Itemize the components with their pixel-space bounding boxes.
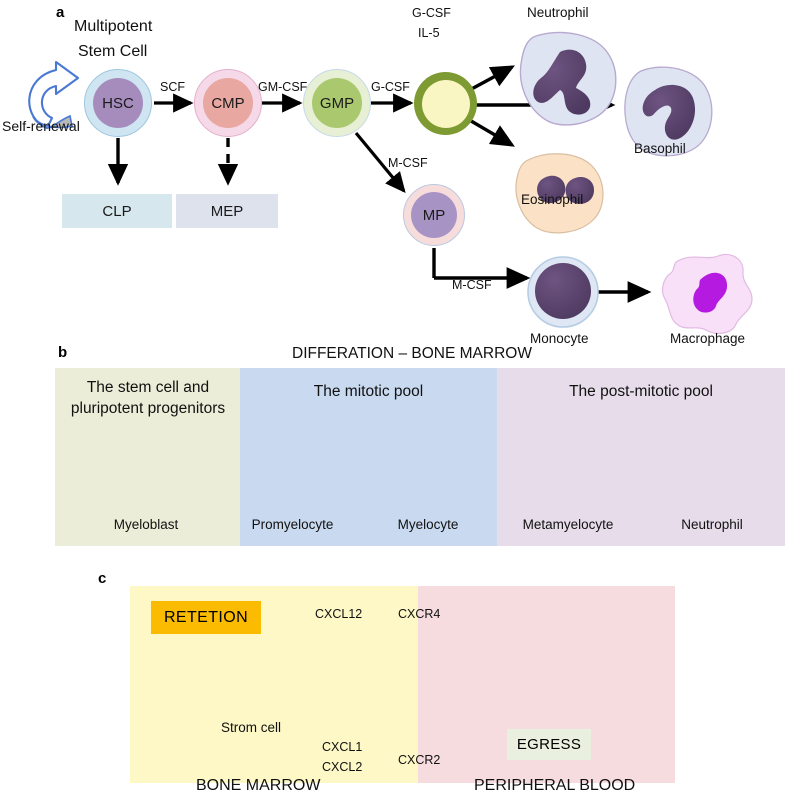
band-stem-cell xyxy=(55,368,240,546)
panel-b-title: DIFFERATION – BONE MARROW xyxy=(292,345,532,362)
cytokine-scf: SCF xyxy=(160,80,185,94)
mep-label: MEP xyxy=(210,202,244,220)
gmp-label: GMP xyxy=(319,94,355,112)
cmp-cell: CMP xyxy=(194,69,262,137)
band-stem-heading-line1: The stem cell and xyxy=(86,379,210,396)
panel-b-letter: b xyxy=(58,344,68,361)
panel-a-letter: a xyxy=(56,4,65,21)
monocyte-cell xyxy=(527,256,599,328)
retention-label: RETETION xyxy=(163,608,249,626)
cytokine-il-5: IL-5 xyxy=(418,26,440,40)
egress-label: EGRESS xyxy=(516,736,582,753)
neutrophil-label-b: Neutrophil xyxy=(681,517,743,532)
clp-box: CLP xyxy=(62,194,172,228)
cytokine-gm-csf: GM-CSF xyxy=(258,80,308,94)
retention-box[interactable]: RETETION xyxy=(151,601,261,634)
promyelocyte-label: Promyelocyte xyxy=(251,517,334,532)
hsc-core: HSC xyxy=(93,78,143,128)
macrophage-label: Macrophage xyxy=(670,331,746,346)
band-mitotic-heading: The mitotic pool xyxy=(313,383,424,400)
basophil-label-a: Basophil xyxy=(634,141,686,156)
mp-cell: MP xyxy=(403,184,465,246)
cytokine-m-csf-mp: M-CSF xyxy=(452,278,492,292)
egress-box[interactable]: EGRESS xyxy=(507,729,591,760)
mp-core: MP xyxy=(411,192,457,238)
cmp-label: CMP xyxy=(211,94,245,112)
peripheral-blood-label: PERIPHERAL BLOOD xyxy=(474,777,636,794)
cxcl12-label: CXCL12 xyxy=(315,607,363,621)
neutrophil-label-a: Neutrophil xyxy=(527,5,589,20)
bone-marrow-label: BONE MARROW xyxy=(196,777,321,794)
band-postmitotic-heading: The post-mitotic pool xyxy=(569,383,713,400)
gmp-cell: GMP xyxy=(303,69,371,137)
macrophage-cell xyxy=(661,253,753,334)
myeloblast-label: Myeloblast xyxy=(113,517,179,532)
panel-a-title-line1: Multipotent xyxy=(74,18,153,35)
cxcr2-label: CXCR2 xyxy=(398,753,441,767)
common-progenitor-core xyxy=(421,79,470,128)
band-post-mitotic-pool xyxy=(497,368,785,546)
band-mitotic-pool xyxy=(240,368,497,546)
common-progenitor-cell xyxy=(414,72,477,135)
metamyelocyte-label: Metamyelocyte xyxy=(522,517,614,532)
myelocyte-label: Myelocyte xyxy=(397,517,459,532)
band-stem-heading-line2: pluripotent progenitors xyxy=(70,400,226,417)
cxcl1-label: CXCL1 xyxy=(322,740,363,754)
gmp-core: GMP xyxy=(312,78,362,128)
eosinophil-label-a: Eosinophil xyxy=(521,192,584,207)
panel-b-bands xyxy=(55,368,785,546)
stromal-cell-label: Strom cell xyxy=(221,720,282,735)
cytokine-g-csf: G-CSF xyxy=(371,80,410,94)
mp-label: MP xyxy=(422,206,446,224)
monocyte-label: Monocyte xyxy=(530,331,589,346)
cytokine-m-csf-gmp: M-CSF xyxy=(388,156,428,170)
panel-c-letter: c xyxy=(98,570,107,587)
hsc-label: HSC xyxy=(102,94,134,112)
cytokine-g-csf-top: G-CSF xyxy=(412,6,451,20)
cxcl2-label: CXCL2 xyxy=(322,760,363,774)
cmp-core: CMP xyxy=(203,78,253,128)
panel-a-title-line2: Stem Cell xyxy=(78,43,148,60)
self-renewal-label: Self-renewal xyxy=(2,118,80,134)
hsc-cell: HSC xyxy=(84,69,152,137)
mep-box: MEP xyxy=(176,194,278,228)
cxcr4-label: CXCR4 xyxy=(398,607,441,621)
clp-label: CLP xyxy=(102,202,132,220)
neutrophil-cell-a xyxy=(519,31,617,126)
